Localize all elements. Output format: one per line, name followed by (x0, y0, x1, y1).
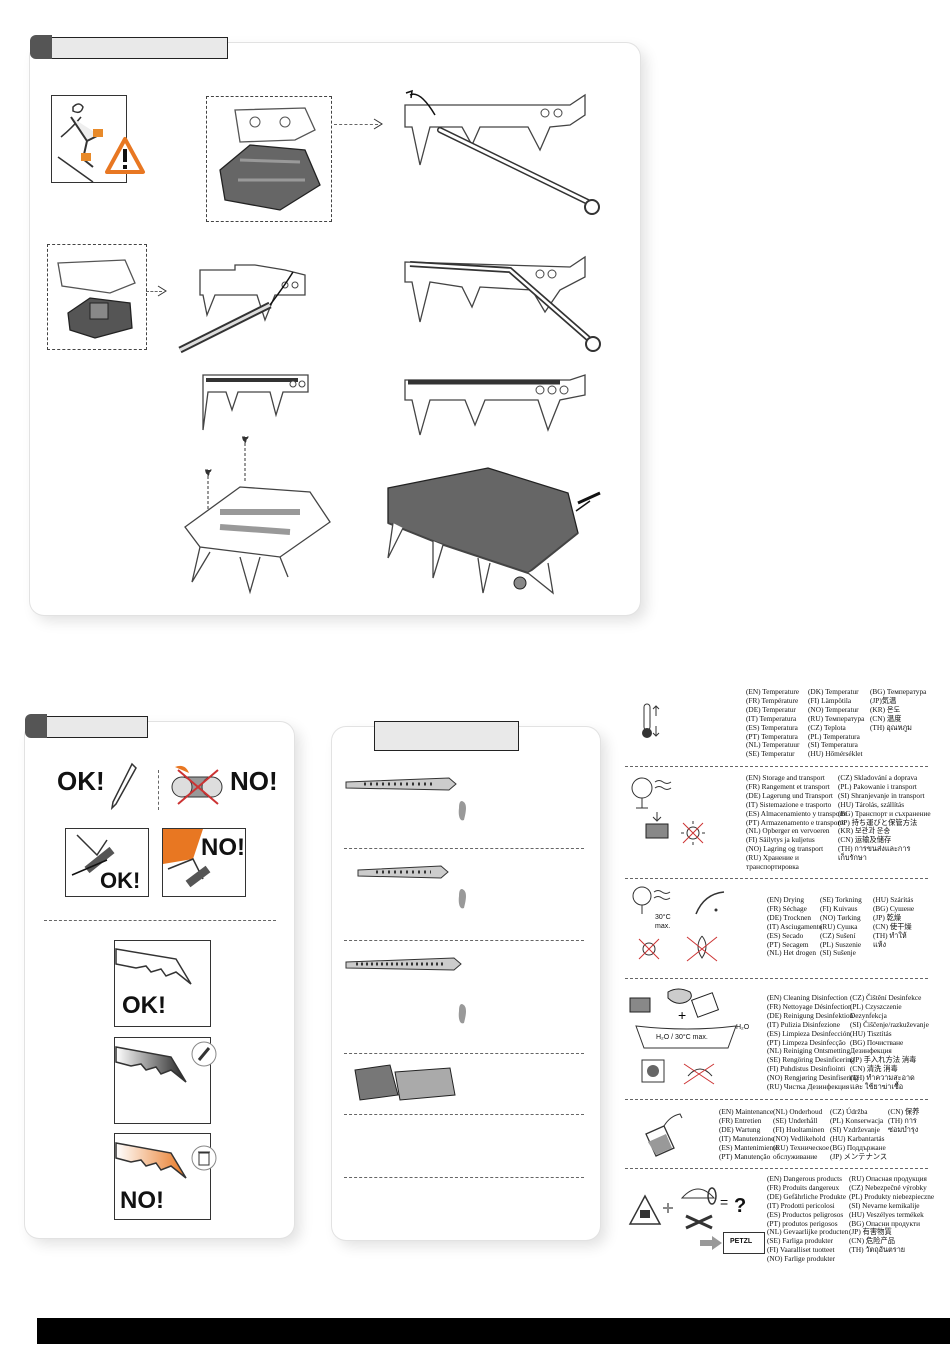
footer-bar (37, 1318, 950, 1344)
warning-triangle-icon (105, 137, 145, 174)
file-circle-icon (191, 1041, 217, 1067)
care-divider-1 (625, 766, 928, 767)
maintenance-col2: (NL) Onderhoud (SE) Underhåll (FI) Huolt… (773, 1107, 830, 1161)
short-linking-bar-illustration (345, 777, 457, 791)
cleaning-col1: (EN) Cleaning Disinfection (FR) Nettoyag… (767, 993, 859, 1092)
crampon-pair-stored-illustration (354, 1064, 456, 1101)
front-bar-secured-illustration (404, 255, 601, 352)
care-divider-5 (625, 1168, 928, 1169)
cleaning-h2o-label: H₂O (736, 1024, 750, 1031)
corrosive-hazard-icon (628, 1194, 662, 1225)
correct-filing-illustration (71, 834, 115, 876)
temperature-col3: (BG) Температура (JP)気温 (KR) 온도 (CN) 温度 … (870, 687, 927, 732)
drying-col1: (EN) Drying (FR) Séchage (DE) Trocknen (… (767, 895, 823, 958)
helmet-harness-icon (680, 1188, 716, 1230)
medium-linking-bar-illustration (357, 865, 449, 879)
section-3-tab (374, 721, 519, 751)
dangerous-col1: (EN) Dangerous products (FR) Produits da… (767, 1174, 849, 1264)
hand-dry-icon (695, 891, 725, 915)
crampon-rear-with-heel-illustration (57, 259, 136, 339)
bars-divider-1 (344, 848, 584, 849)
bars-divider-3 (344, 1053, 584, 1054)
rear-bar-insertion-illustration (178, 264, 306, 354)
complete-crampon-illustration (387, 467, 601, 595)
damaged-tip-no-label: NO! (120, 1187, 164, 1214)
section-1-number-tab (30, 35, 52, 59)
equals-sign: = (720, 1194, 729, 1210)
rear-section-detail-box (47, 244, 147, 350)
storage-col2: (CZ) Skladování a doprava (PL) Pakowanie… (838, 773, 931, 863)
incorrect-filing-illustration (163, 829, 211, 888)
climber-illustration (57, 103, 103, 183)
fan-drying-icon (632, 886, 671, 914)
thermometer-icon (642, 703, 660, 738)
rear-bar-locked-illustration (202, 374, 309, 431)
care-divider-4 (625, 1099, 928, 1100)
linking-bar-sizes-panel (332, 727, 600, 1240)
sharp-tip-ok-label: OK! (122, 992, 166, 1019)
question-mark: ? (734, 1195, 747, 1217)
bars-divider-5 (344, 1177, 584, 1178)
fan-icon (631, 777, 672, 809)
section-1-tab (48, 37, 228, 59)
file-ok-label: OK! (57, 766, 105, 796)
care-divider-2 (625, 878, 928, 879)
arrow-line (334, 124, 378, 125)
damaged-tip-illustration (115, 1142, 187, 1179)
arrow-to-petzl-icon (700, 1236, 722, 1250)
packed-crampons-icon (645, 812, 669, 839)
cleaning-col2: (CZ) Čištění Desinfekce (PL) Czyszczenie… (850, 993, 929, 1092)
plus-icon (663, 1203, 673, 1213)
no-sun-icon (681, 821, 705, 845)
hand-file-icon (110, 762, 137, 811)
front-section-detail-box (206, 96, 332, 222)
drying-col3: (HU) Szárítás (BG) Сушене (JP) 乾燥 (CN) 使… (873, 895, 915, 949)
correct-filing-frame (65, 828, 149, 897)
bars-divider-2 (344, 940, 584, 941)
grinder-no-label: NO! (230, 766, 278, 796)
drying-col2: (SE) Torkning (FI) Kuivaus (NO) Tørking … (820, 895, 862, 958)
arrow-icon (373, 118, 383, 130)
arrow-icon (157, 285, 167, 297)
footprint-icon (458, 889, 466, 909)
drying-max-label: 30°C max. (655, 914, 671, 930)
maintenance-col3: (CZ) Údržba (PL) Konserwacja (SI) Vzdrže… (830, 1107, 888, 1161)
dangerous-col2: (RU) Опасная продукция (CZ) Nebezpečné v… (849, 1174, 935, 1255)
long-linking-bar-illustration (345, 957, 462, 971)
bench-grinder-icon (171, 765, 223, 805)
cleaning-water-label: H₂O / 30°C max. (656, 1034, 708, 1041)
maintenance-col4: (CN) 保养 (TH) การ ซ่อมบำรุง (888, 1107, 920, 1134)
arrow-line (146, 291, 162, 292)
crampon-front-with-boot-illustration (219, 107, 321, 211)
storage-col1: (EN) Storage and transport (FR) Rangemen… (746, 773, 848, 872)
footprint-icon (458, 1004, 466, 1024)
temperature-col1: (EN) Temperature (FR) Température (DE) T… (746, 687, 800, 759)
no-fire-icon (686, 935, 718, 962)
oil-bottle-icon (645, 1113, 683, 1157)
trash-bin-icon (191, 1145, 217, 1171)
linking-bar-insertion-illustration (404, 89, 600, 215)
petzl-brand: PETZL (730, 1238, 753, 1245)
footprint-icon (458, 801, 466, 821)
svg-text:+: + (678, 1007, 686, 1023)
heel-piece-screw-assembly-illustration (184, 436, 331, 595)
filing-ok-label: OK! (100, 868, 141, 893)
section-2-divider (44, 920, 276, 921)
section-2-number-tab (25, 714, 47, 738)
temperature-col2: (DK) Temperatur (FI) Lämpötila (NO) Temp… (808, 687, 865, 759)
care-divider-3 (625, 978, 928, 979)
no-sun-icon (638, 938, 660, 960)
carabiner-icon (707, 1187, 717, 1205)
section-2-tab (43, 716, 148, 738)
cleaning-basin-illustration: + (629, 988, 737, 1085)
sharp-tip-illustration (115, 948, 192, 985)
worn-tip-illustration (115, 1046, 187, 1083)
front-bar-locked-illustration (404, 374, 586, 436)
maintenance-col1: (EN) Maintenance (FR) Entretien (DE) War… (719, 1107, 779, 1161)
vertical-divider (158, 770, 159, 810)
petzl-box (723, 1232, 765, 1254)
filing-no-label: NO! (201, 834, 245, 861)
bars-divider-4 (344, 1114, 584, 1115)
